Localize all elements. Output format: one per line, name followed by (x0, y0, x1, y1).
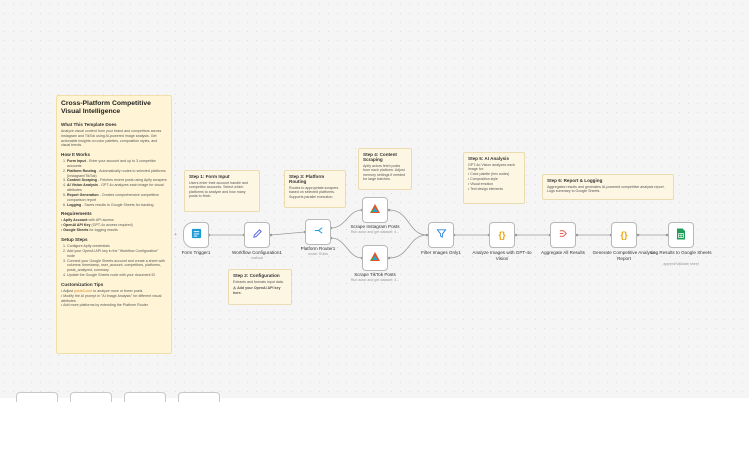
list-item: Update the Google Sheets node with your … (67, 273, 167, 278)
bottom-tab-button[interactable] (70, 392, 112, 402)
step3-title: Step 3: Platform Routing (289, 174, 325, 184)
node-generate-report[interactable]: {} (611, 222, 637, 248)
node-scrape-instagram[interactable] (362, 197, 388, 223)
list-item: OpenAI API Key (GPT-4o access required) (61, 223, 167, 228)
node-label: Aggregate All Results (541, 250, 585, 255)
list-item: Logging - Saves results to Google Sheets… (67, 203, 167, 208)
step2-note[interactable]: Step 2: Configuration Extracts and forma… (228, 269, 292, 305)
bottom-panel (0, 392, 749, 450)
step3-text: Routes to appropriate scrapers based on … (289, 186, 339, 199)
list-item: Google Sheets for logging results (61, 228, 167, 233)
add-trigger-icon[interactable]: + (174, 232, 177, 238)
node-label: Filter Images Only1 (421, 250, 461, 255)
list-item: Configure Apify credentials (67, 244, 167, 249)
note-title: Cross-Platform Competitive Visual Intell… (61, 100, 151, 116)
requirements-list: Apify Account with API access OpenAI API… (61, 218, 167, 233)
node-sublabel: manual (251, 256, 263, 260)
aggregate-icon (558, 228, 569, 242)
what-text: Analyze visual content from your brand a… (61, 129, 162, 148)
list-item: Visual emotion (468, 182, 520, 187)
node-label: Form Trigger1 (181, 250, 211, 255)
sheets-icon (676, 228, 686, 243)
step6-note[interactable]: Step 6: Report & Logging Aggregates resu… (542, 174, 674, 200)
node-sublabel: Run actor and get dataset: 4... (350, 230, 400, 234)
node-aggregate[interactable] (550, 222, 576, 248)
step5-title: Step 5: AI Analysis (468, 156, 510, 161)
requirements-heading: Requirements (61, 211, 92, 217)
node-label: Workflow Configuration1 (232, 250, 282, 255)
list-item: Add more platforms by extending the Plat… (61, 303, 167, 308)
step2-warning: ⚠ Add your OpenAI API key here. (233, 286, 281, 295)
step6-title: Step 6: Report & Logging (547, 178, 603, 183)
step5-list: Color palette (hex codes) Composition st… (468, 172, 520, 192)
list-item: Apify Account with API access (61, 218, 167, 223)
node-platform-router[interactable] (305, 219, 331, 245)
step4-note[interactable]: Step 4: Content Scraping Apify actors fe… (358, 148, 412, 190)
step2-text: Extracts and formats input data. (233, 280, 284, 284)
list-item: Report Generation - Creates comprehensiv… (67, 193, 167, 203)
node-label: Analyze Images with GPT-4o Vision (472, 250, 532, 261)
main-sticky-note[interactable]: Cross-Platform Competitive Visual Intell… (56, 95, 172, 354)
customization-heading: Customization Tips (61, 281, 104, 287)
list-item: Adjust postsCount to analyze more or few… (61, 289, 167, 294)
list-item: Connect your Google Sheets account and c… (67, 259, 167, 274)
node-scrape-tiktok[interactable] (362, 245, 388, 271)
list-item: Modify the AI prompt in "AI Image Analys… (61, 294, 167, 304)
node-label: Log Results to Google Sheets (650, 250, 712, 255)
node-log-sheets[interactable] (668, 222, 694, 248)
node-label: Generate Competitive Analysis Report (592, 250, 656, 261)
list-item: Content Scraping - Fetches recent posts … (67, 178, 167, 183)
list-item: Composition style (468, 177, 520, 182)
list-item: Platform Routing - Automatically routes … (67, 169, 167, 179)
step2-title: Step 2: Configuration (233, 273, 280, 278)
node-workflow-config[interactable] (244, 222, 270, 248)
step6-text: Aggregates results and generates AI-powe… (547, 185, 665, 194)
filter-icon (435, 228, 447, 242)
form-icon (191, 228, 202, 242)
apify-icon (369, 251, 381, 266)
setup-heading: Setup Steps (61, 236, 88, 242)
code-icon: {} (620, 229, 628, 240)
list-item: Form Input - Enter your account and up t… (67, 159, 167, 169)
step4-text: Apify actors fetch posts from each platf… (363, 164, 406, 182)
pencil-icon (252, 228, 263, 242)
step1-text: Users enter their account handle and com… (189, 181, 248, 199)
bottom-tab-button[interactable] (16, 392, 58, 402)
node-label: Scrape Instagram Posts (350, 224, 400, 229)
node-form-trigger[interactable] (183, 222, 209, 248)
step1-note[interactable]: Step 1: Form Input Users enter their acc… (184, 170, 260, 212)
setup-steps-list: Configure Apify credentials Add your Ope… (61, 244, 167, 278)
node-sublabel: mode: Rules (307, 252, 329, 256)
node-label: Platform Router1 (300, 246, 336, 251)
how-heading: How It Works (61, 152, 91, 157)
bottom-tab-button[interactable] (178, 392, 220, 402)
bottom-tab-button[interactable] (124, 392, 166, 402)
step4-title: Step 4: Content Scraping (363, 152, 397, 162)
how-steps-list: Form Input - Enter your account and up t… (61, 159, 167, 207)
node-sublabel: append/Validate sheet (663, 262, 699, 266)
step1-title: Step 1: Form Input (189, 174, 230, 179)
node-filter-images[interactable] (428, 222, 454, 248)
list-item: AI Vision Analysis - GPT-4o analyzes eac… (67, 183, 167, 193)
node-label: Scrape TikTok Posts (354, 272, 396, 277)
customization-list: Adjust postsCount to analyze more or few… (61, 289, 167, 308)
list-item: Color palette (hex codes) (468, 172, 520, 177)
router-icon (313, 225, 324, 239)
code-icon: {} (498, 229, 506, 240)
list-item: Add your OpenAI API key in the "Workflow… (67, 249, 167, 259)
node-analyze-images[interactable]: {} (489, 222, 515, 248)
step5-note[interactable]: Step 5: AI Analysis GPT-4o Vision analyz… (463, 152, 525, 204)
step5-text: GPT-4o Vision analyzes each image for: (468, 163, 516, 172)
workflow-canvas[interactable]: Cross-Platform Competitive Visual Intell… (0, 0, 749, 398)
what-heading: What This Template Does (61, 122, 117, 128)
node-sublabel: Run actor and get dataset: 4... (350, 278, 400, 282)
step3-note[interactable]: Step 3: Platform Routing Routes to appro… (284, 170, 346, 208)
list-item: Text design elements (468, 187, 520, 192)
apify-icon (369, 203, 381, 218)
